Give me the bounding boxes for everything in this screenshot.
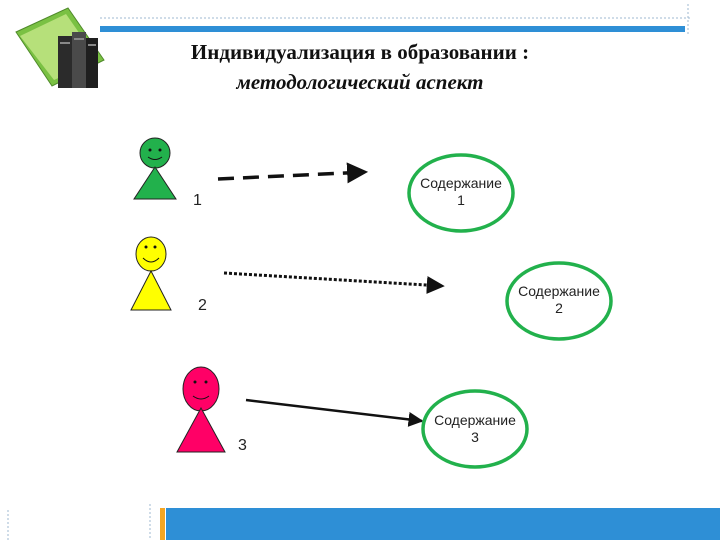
content-label-1-text: Содержание [406,175,516,192]
content-label-3: Содержание 3 [420,412,530,446]
footer-decoration [0,498,720,540]
arrow-3-solid [246,400,422,421]
person-figure-3 [177,367,225,452]
content-label-2: Содержание 2 [504,283,614,317]
arrow-2-dotted [224,273,443,286]
content-label-3-number: 3 [420,429,530,446]
row-number-2: 2 [198,297,207,315]
content-label-1-number: 1 [406,192,516,209]
content-label-2-text: Содержание [504,283,614,300]
person-figure-1 [134,138,176,199]
person-figure-2 [131,237,171,310]
content-label-2-number: 2 [504,300,614,317]
row-number-3: 3 [238,437,247,455]
content-label-3-text: Содержание [420,412,530,429]
arrow-1-dashed [218,172,366,179]
row-number-1: 1 [193,192,202,210]
content-label-1: Содержание 1 [406,175,516,209]
